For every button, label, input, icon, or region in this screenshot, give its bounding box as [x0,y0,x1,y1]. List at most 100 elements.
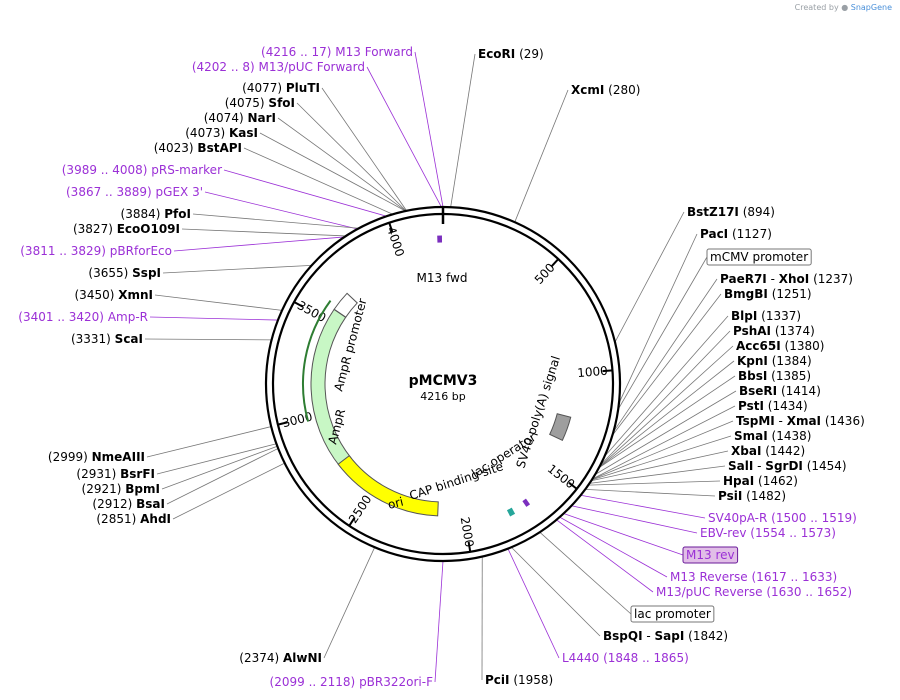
site-name: ScaI [115,332,143,346]
connector-m13-rev [563,513,684,556]
site-label-m13-reverse[interactable]: M13 Reverse (1617 .. 1633) [670,570,837,584]
plasmid-size: 4216 bp [420,390,465,403]
site-coord: (2931) [76,467,116,481]
site-label-sali[interactable]: SalI - SgrDI (1454) [728,459,847,473]
site-name: PaeR7I [720,272,767,286]
site-label-pshai[interactable]: PshAI (1374) [733,324,815,338]
connector-alwni [323,547,376,659]
site-label-bsai[interactable]: (2912) BsaI [92,497,165,511]
site-label-ahdi[interactable]: (2851) AhdI [96,512,171,526]
site-label-xcmi[interactable]: XcmI (280) [571,83,640,97]
site-name: TspMI [736,414,775,428]
tick-mark-2000 [467,541,472,552]
site-label-acc65i[interactable]: Acc65I (1380) [736,339,824,353]
site-label-pcii[interactable]: PciI (1958) [485,673,553,687]
label-separator: - [775,414,787,428]
site-name: PstI [738,399,764,413]
plasmid-name: pMCMV3 [409,373,478,389]
site-label-mcmv-promoter[interactable]: mCMV promoter [710,250,808,264]
site-label-m13-rev[interactable]: M13 rev [686,548,735,562]
connector-ahdi [172,462,285,520]
site-label-bstz17i[interactable]: BstZ17I (894) [687,205,775,219]
site-label-smai[interactable]: SmaI (1438) [734,429,811,443]
site-label-l4440[interactable]: L4440 (1848 .. 1865) [562,651,689,665]
site-label-bstapi[interactable]: (4023) BstAPI [154,141,242,155]
credit-prefix: Created by [794,3,839,12]
tick-mark-500 [550,258,560,268]
site-label-amp-r[interactable]: (3401 .. 3420) Amp-R [18,310,148,324]
site-name: BpmI [125,482,160,496]
site-name: HpaI [723,474,754,488]
connector-bspqi [511,546,601,637]
site-label-bbsi[interactable]: BbsI (1385) [738,369,811,383]
site-label-tspmi[interactable]: TspMI - XmaI (1436) [736,414,865,428]
site-label-nari[interactable]: (4074) NarI [204,111,276,125]
site-label-blpi[interactable]: BlpI (1337) [731,309,801,323]
site-name: M13/pUC Forward [258,60,365,74]
site-label-pluti[interactable]: (4077) PluTI [242,81,320,95]
site-coord: (2912) [92,497,132,511]
site-label-pfoi[interactable]: (3884) PfoI [121,207,191,221]
connector-psii [585,488,716,497]
site-label-psii[interactable]: PsiI (1482) [718,489,786,503]
site-coord: (1251) [772,287,812,301]
site-label-psti[interactable]: PstI (1434) [738,399,808,413]
feature-ampr-promoter [333,292,358,318]
site-name: BlpI [731,309,757,323]
connector-paci [618,233,698,404]
site-label-ecoo109i[interactable]: (3827) EcoO109I [73,222,180,236]
site-range: (1630 .. 1652) [766,585,852,599]
site-label-m13-puc-forward[interactable]: (4202 .. 8) M13/pUC Forward [192,60,365,74]
site-label-xbai[interactable]: XbaI (1442) [731,444,805,458]
site-label-paer7i[interactable]: PaeR7I - XhoI (1237) [720,272,853,286]
site-label-hpai[interactable]: HpaI (1462) [723,474,798,488]
feature-lac-operator [522,498,531,507]
site-name: EcoRI [478,47,515,61]
site-label-paci[interactable]: PacI (1127) [700,227,772,241]
connector-ecoo109i [181,228,347,237]
connector-bbsi [598,375,736,469]
connector-sali [589,465,726,484]
connector-scai [144,338,272,341]
site-label-alwni[interactable]: (2374) AlwNI [239,651,322,665]
site-coord: (2851) [96,512,136,526]
connector-m13-puc-forward [366,66,442,208]
site-coord: (3450) [75,288,115,302]
site-name: pGEX 3' [156,185,203,199]
site-label-pbr322ori-f[interactable]: (2099 .. 2118) pBR322ori-F [270,675,434,689]
site-label-pgex-3[interactable]: (3867 .. 3889) pGEX 3' [66,185,203,199]
tick-label-3000: 3000 [281,409,314,430]
site-name: NarI [247,111,276,125]
site-label-sfoi[interactable]: (4075) SfoI [225,96,295,110]
site-label-m13-forward[interactable]: (4216 .. 17) M13 Forward [261,45,413,59]
site-name: XcmI [571,83,604,97]
site-coord: (280) [608,83,640,97]
site-label-bmgbi[interactable]: BmgBI (1251) [724,287,812,301]
site-label-ecori[interactable]: EcoRI (29) [478,47,544,61]
site-label-nmeaiii[interactable]: (2999) NmeAIII [48,450,145,464]
site-label-bseri[interactable]: BseRI (1414) [739,384,821,398]
site-label-sv40pa-r[interactable]: SV40pA-R (1500 .. 1519) [708,511,857,525]
site-label-bpmi[interactable]: (2921) BpmI [82,482,160,496]
site-label-kpni[interactable]: KpnI (1384) [737,354,812,368]
site-coord: (1384) [772,354,812,368]
connector-bsrfi [156,443,277,475]
site-label-bspqi[interactable]: BspQI - SapI (1842) [603,629,728,643]
site-name: SV40pA-R [708,511,767,525]
connector-l4440 [507,548,560,659]
site-label-lac-promoter[interactable]: lac promoter [634,607,711,621]
site-label-xmni[interactable]: (3450) XmnI [75,288,154,302]
site-label-sspi[interactable]: (3655) SspI [88,266,161,280]
site-name: KasI [229,126,258,140]
site-coord: (1436) [825,414,865,428]
site-label-ebv-rev[interactable]: EBV-rev (1554 .. 1573) [700,526,836,540]
site-range: (3811 .. 3829) [20,244,106,258]
site-label-prs-marker[interactable]: (3989 .. 4008) pRS-marker [62,163,222,177]
site-label-scai[interactable]: (3331) ScaI [71,332,143,346]
site-label-kasi[interactable]: (4073) KasI [185,126,258,140]
site-label-m13-puc-reverse[interactable]: M13/pUC Reverse (1630 .. 1652) [656,585,852,599]
site-name2: XhoI [779,272,810,286]
site-label-bsrfi[interactable]: (2931) BsrFI [76,467,155,481]
site-label-pbrforeco[interactable]: (3811 .. 3829) pBRforEco [20,244,172,258]
